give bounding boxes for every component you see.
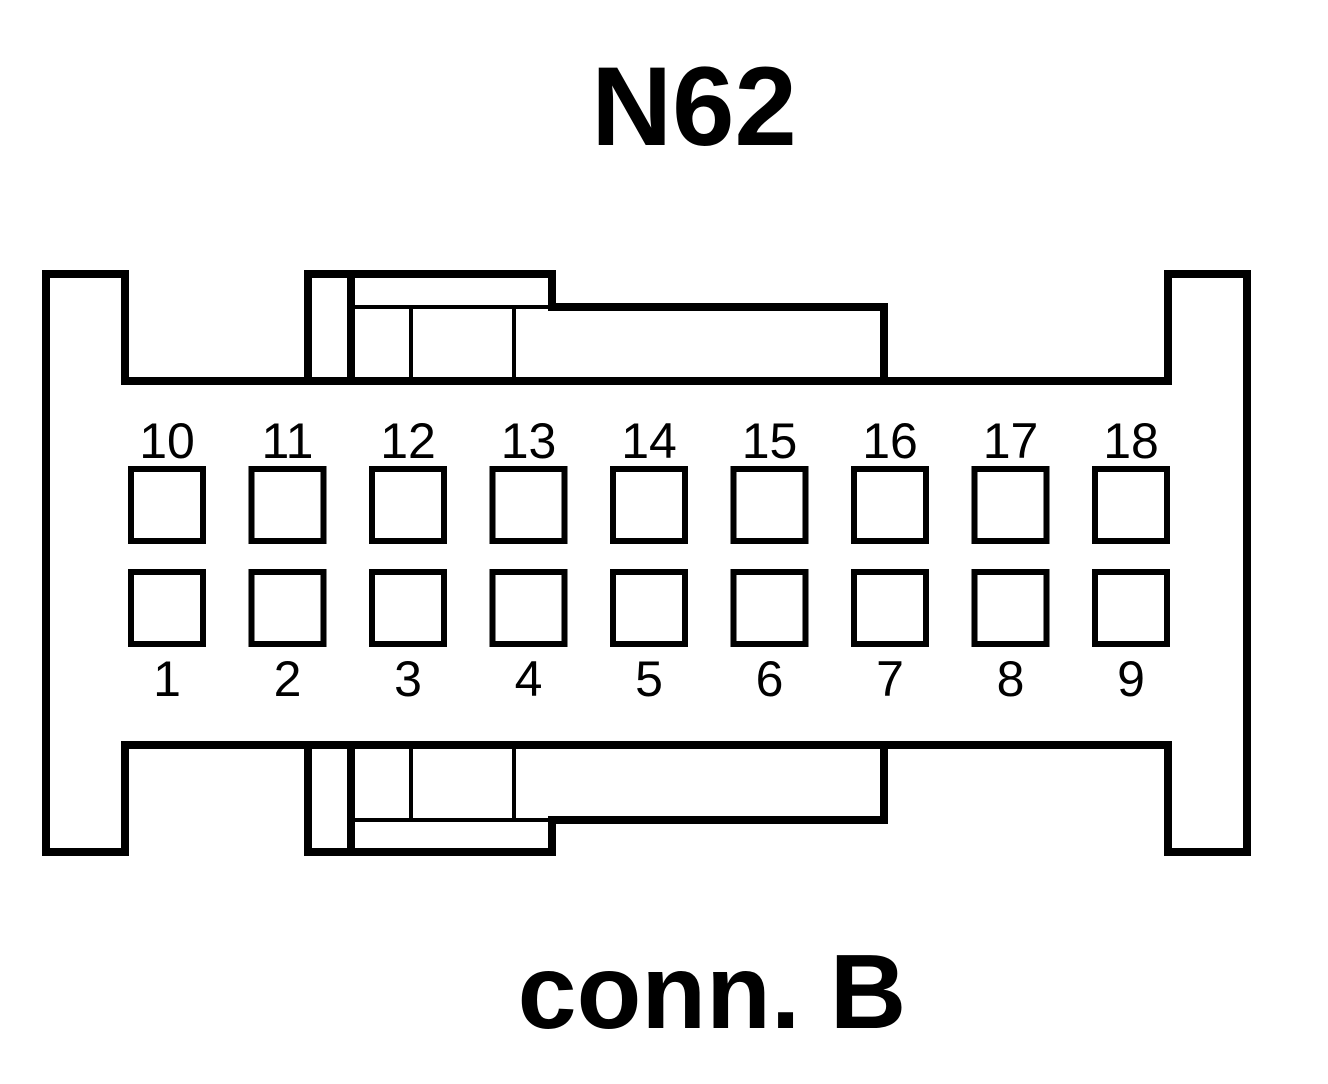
- pin-cavity-10: [128, 466, 206, 544]
- pin-number-3: 3: [394, 651, 422, 707]
- pin-number-18: 18: [1103, 413, 1159, 469]
- pin-cavity-6: [730, 569, 809, 647]
- pin-number-9: 9: [1117, 651, 1145, 707]
- pin-cavity-15: [730, 466, 809, 544]
- pin-number-1: 1: [153, 651, 181, 707]
- pin-number-15: 15: [742, 413, 798, 469]
- pin-number-5: 5: [635, 651, 663, 707]
- pin-number-13: 13: [501, 413, 557, 469]
- pin-number-17: 17: [983, 413, 1039, 469]
- pin-cavity-18: [1092, 466, 1170, 544]
- connector-id-title: N62: [591, 44, 796, 169]
- pin-cavity-7: [851, 569, 929, 647]
- pin-cavity-13: [489, 466, 568, 544]
- pin-cavity-9: [1092, 569, 1170, 647]
- connector-housing: [42, 270, 1251, 856]
- pin-cavity-5: [610, 569, 688, 647]
- bottom-pin-row: 1 2 3 4 5 6 7 8 9: [128, 569, 1170, 707]
- pin-cavity-3: [369, 569, 447, 647]
- pin-number-11: 11: [262, 413, 314, 469]
- pin-cavity-16: [851, 466, 929, 544]
- pin-number-8: 8: [997, 651, 1025, 707]
- pin-number-16: 16: [862, 413, 918, 469]
- pin-cavity-17: [971, 466, 1050, 544]
- pin-number-14: 14: [621, 413, 677, 469]
- top-pin-row: 10 11 12 13 14 15 16 17 18: [128, 413, 1170, 544]
- top-latch: [304, 270, 888, 381]
- pin-number-12: 12: [380, 413, 436, 469]
- pin-cavity-11: [248, 466, 327, 544]
- pin-number-6: 6: [756, 651, 784, 707]
- pin-cavity-1: [128, 569, 206, 647]
- pin-cavity-8: [971, 569, 1050, 647]
- pin-cavity-4: [489, 569, 568, 647]
- pin-cavity-12: [369, 466, 447, 544]
- pin-number-4: 4: [515, 651, 543, 707]
- connector-label: conn. B: [518, 933, 907, 1051]
- pin-cavity-14: [610, 466, 688, 544]
- pin-number-7: 7: [876, 651, 904, 707]
- pin-number-2: 2: [274, 651, 302, 707]
- pin-number-10: 10: [139, 413, 195, 469]
- bottom-latch: [304, 745, 888, 856]
- pin-cavity-2: [248, 569, 327, 647]
